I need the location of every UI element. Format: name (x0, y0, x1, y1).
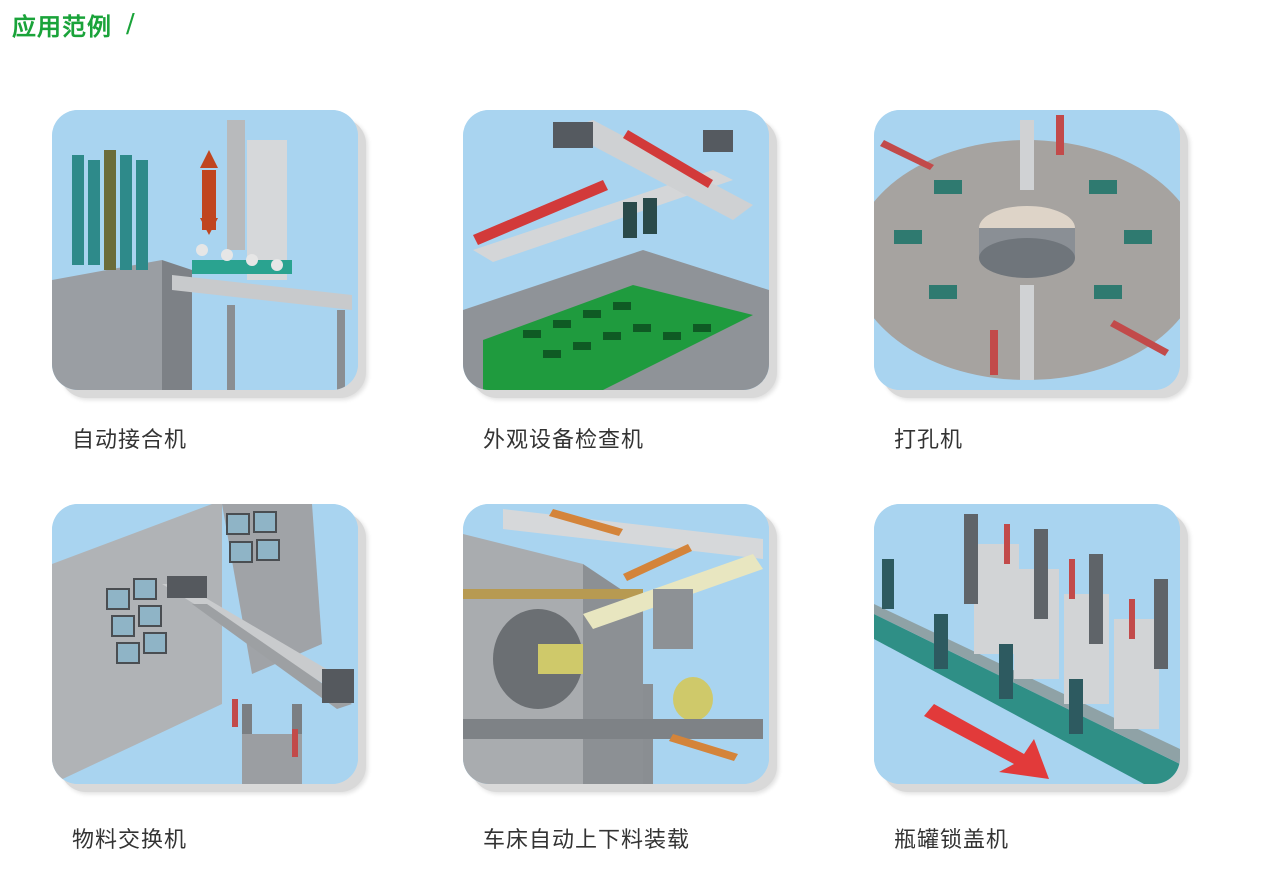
material-exchange-image (52, 504, 358, 784)
inspection-machine-image (463, 110, 769, 390)
caption-lathe-loading: 车床自动上下料装载 (483, 828, 691, 853)
punching-machine-image (874, 110, 1180, 390)
caption-bonding-machine: 自动接合机 (72, 428, 188, 453)
bonding-machine-icon (52, 110, 358, 390)
caption-punching-machine: 打孔机 (894, 428, 964, 453)
title-slash: / (126, 9, 135, 39)
lathe-loading-image (463, 504, 769, 784)
caption-bottle-capping: 瓶罐锁盖机 (894, 828, 1010, 853)
page-title: 应用范例 (12, 12, 112, 41)
material-exchange-icon (52, 504, 358, 784)
caption-inspection-machine: 外观设备检查机 (483, 428, 645, 453)
bottle-capping-icon (874, 504, 1180, 784)
page-header: 应用范例 / (12, 6, 135, 42)
bottle-capping-image (874, 504, 1180, 784)
lathe-loading-icon (463, 504, 769, 784)
caption-material-exchange: 物料交换机 (72, 828, 188, 853)
bonding-machine-image (52, 110, 358, 390)
inspection-machine-icon (463, 110, 769, 390)
punching-machine-icon (874, 110, 1180, 390)
